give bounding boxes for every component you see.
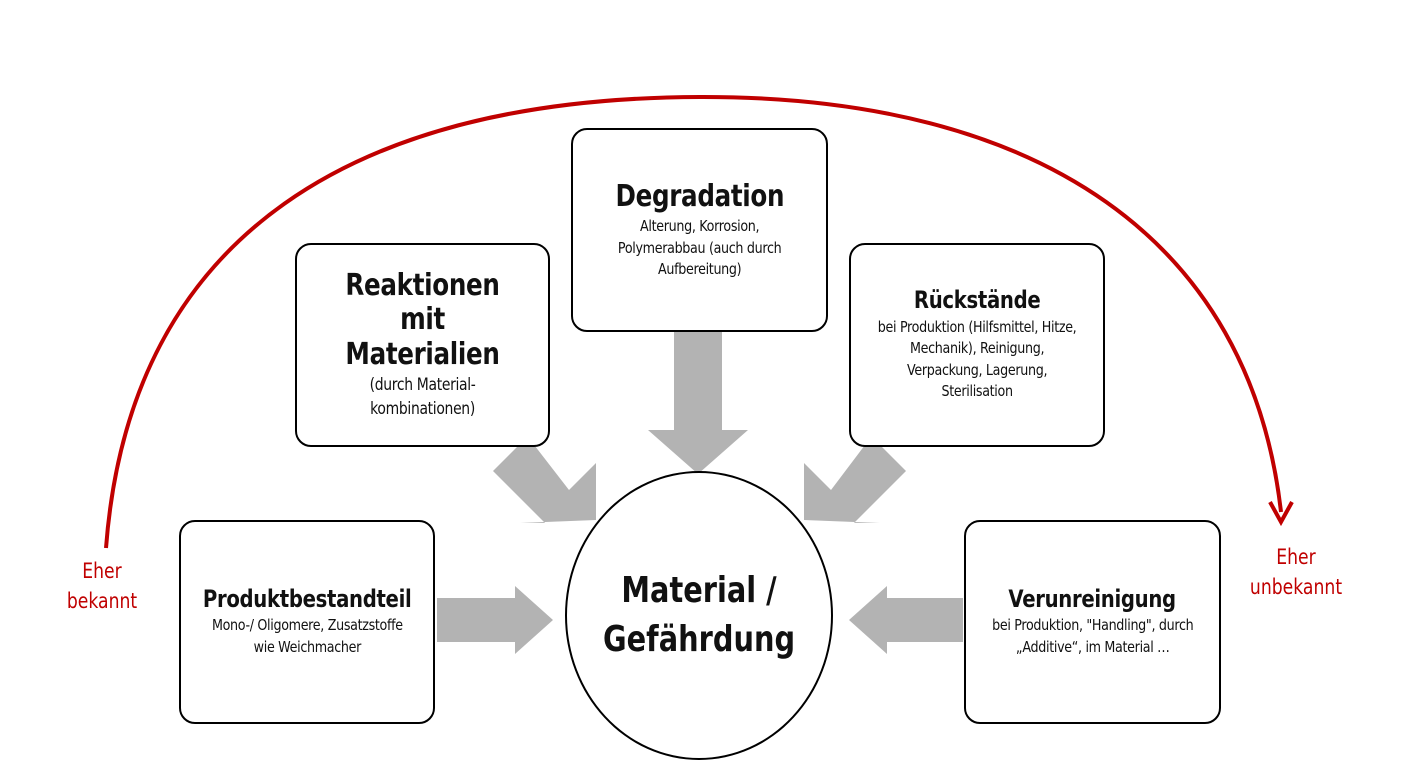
verunreinigung-desc: bei Produktion, "Handling", durch „Addit…: [991, 616, 1194, 656]
arrow-from-degradation: [648, 332, 748, 474]
knowledge-scale-arrowhead: [1268, 501, 1294, 527]
rueckstaende-box: Rückstände bei Produktion (Hilfsmittel, …: [849, 243, 1105, 447]
knowledge-scale-arc: [104, 94, 1283, 549]
arrow-from-rueckstaende: [804, 437, 906, 523]
center-circle: Material / Gefährdung: [565, 471, 833, 760]
degradation-box: Degradation Alterung, Korrosion, Polymer…: [571, 128, 828, 332]
reaktionen-desc: (durch Material- kombinationen): [369, 375, 476, 419]
arrow-from-reaktionen: [493, 437, 596, 523]
produkt-title: Produktbestandteil: [202, 584, 412, 613]
degradation-desc: Alterung, Korrosion, Polymerabbau (auch …: [617, 217, 782, 278]
verunreinigung-box: Verunreinigung bei Produktion, "Handling…: [964, 520, 1221, 724]
arrow-from-produkt: [437, 586, 553, 654]
center-title: Material / Gefährdung: [602, 569, 796, 660]
arrow-from-verunreinigung: [849, 586, 963, 654]
rueckstaende-title: Rückstände: [913, 286, 1041, 315]
label-eher-bekannt: Eher bekannt: [66, 559, 138, 614]
degradation-title: Degradation: [615, 178, 784, 214]
produkt-box: Produktbestandteil Mono-/ Oligomere, Zus…: [179, 520, 435, 724]
produkt-desc: Mono-/ Oligomere, Zusatzstoffe wie Weich…: [211, 616, 403, 656]
verunreinigung-title: Verunreinigung: [1008, 584, 1177, 613]
reaktionen-title: Reaktionen mit Materialien: [345, 267, 500, 372]
label-eher-unbekannt: Eher unbekannt: [1249, 545, 1343, 600]
reaktionen-box: Reaktionen mit Materialien (durch Materi…: [295, 243, 550, 447]
rueckstaende-desc: bei Produktion (Hilfsmittel, Hitze, Mech…: [877, 318, 1077, 401]
